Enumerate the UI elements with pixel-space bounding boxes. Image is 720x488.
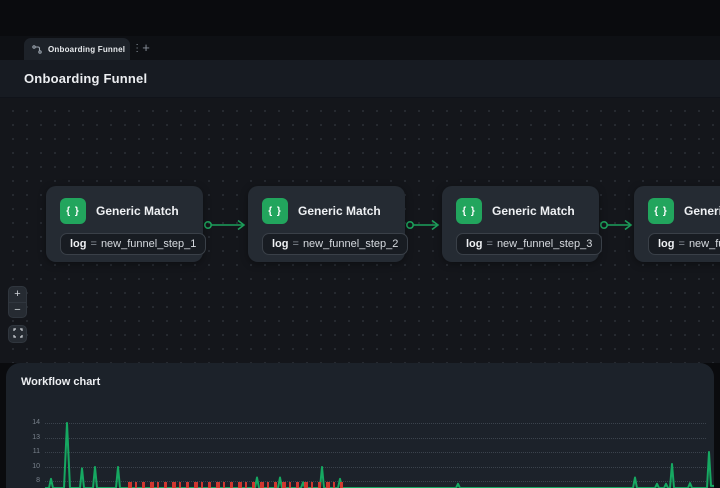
braces-icon: { }: [456, 198, 482, 224]
node-condition-pill: log=new_funnel_step_4: [648, 233, 720, 255]
tab-strip: Onboarding Funnel ⋮ +: [0, 36, 720, 60]
clipped-red-annotation: [128, 482, 345, 488]
zoom-in-button[interactable]: +: [9, 287, 26, 302]
tab-onboarding-funnel[interactable]: Onboarding Funnel ⋮: [24, 38, 130, 60]
node-title: Generic Match: [492, 204, 575, 218]
workflow-node-step-4[interactable]: { } Generic Match log=new_funnel_step_4: [634, 186, 720, 262]
edge-connector: [407, 221, 438, 230]
workflow-node-step-2[interactable]: { } Generic Match log=new_funnel_step_2: [248, 186, 405, 262]
page-header: Onboarding Funnel: [0, 60, 720, 98]
node-title: Generic Match: [684, 204, 720, 218]
node-title: Generic Match: [298, 204, 381, 218]
fit-view-icon: [13, 325, 23, 343]
node-condition-pill: log=new_funnel_step_2: [262, 233, 408, 255]
zoom-control-group: + −: [8, 286, 27, 318]
node-title: Generic Match: [96, 204, 179, 218]
chart-line-layer: [6, 363, 714, 488]
braces-icon: { }: [262, 198, 288, 224]
node-condition-pill: log=new_funnel_step_1: [60, 233, 206, 255]
workflow-icon: [32, 45, 42, 54]
new-tab-button[interactable]: +: [138, 40, 154, 56]
fit-view-button[interactable]: [8, 325, 27, 343]
workflow-chart-panel: Workflow chart 141311108: [6, 363, 714, 488]
workflow-canvas[interactable]: { } Generic Match log=new_funnel_step_1 …: [0, 98, 720, 363]
window-top-bar: [0, 0, 720, 36]
page-title: Onboarding Funnel: [24, 71, 147, 86]
workflow-node-step-1[interactable]: { } Generic Match log=new_funnel_step_1: [46, 186, 203, 262]
edge-connector: [601, 221, 631, 230]
braces-icon: { }: [60, 198, 86, 224]
braces-icon: { }: [648, 198, 674, 224]
node-condition-pill: log=new_funnel_step_3: [456, 233, 602, 255]
workflow-node-step-3[interactable]: { } Generic Match log=new_funnel_step_3: [442, 186, 599, 262]
edge-connector: [205, 221, 244, 230]
chart-series-line: [45, 423, 714, 488]
tab-label: Onboarding Funnel: [48, 45, 125, 54]
zoom-out-button[interactable]: −: [9, 303, 26, 318]
